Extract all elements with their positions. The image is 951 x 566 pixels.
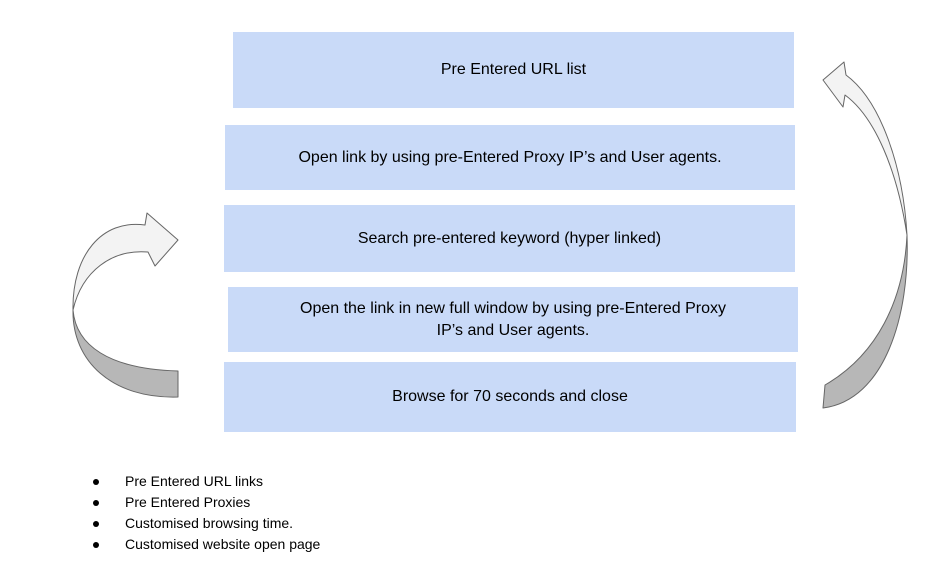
list-item: Customised browsing time. — [93, 513, 320, 534]
list-item: Pre Entered Proxies — [93, 492, 320, 513]
curved-loop-arrow-right-icon — [822, 61, 908, 409]
curved-loop-arrow-left-icon — [72, 212, 179, 398]
list-item-label: Pre Entered Proxies — [125, 494, 251, 510]
feature-list: Pre Entered URL links Pre Entered Proxie… — [93, 471, 320, 555]
step-box-search-keyword: Search pre-entered keyword (hyper linked… — [224, 205, 795, 272]
list-item-label: Customised browsing time. — [125, 515, 294, 531]
bullet-dot — [93, 499, 99, 506]
list-item: Customised website open page — [93, 534, 320, 555]
list-item-label: Pre Entered URL links — [125, 473, 263, 489]
step-box-open-new-window: Open the link in new full window by usin… — [228, 287, 798, 352]
bullet-dot — [93, 541, 99, 548]
list-item-label: Customised website open page — [125, 536, 321, 552]
list-item: Pre Entered URL links — [93, 471, 320, 492]
step-box-open-link: Open link by using pre-Entered Proxy IP’… — [225, 125, 795, 190]
step-box-browse-and-close: Browse for 70 seconds and close — [224, 362, 796, 432]
bullet-dot — [93, 478, 99, 485]
bullet-dot — [93, 520, 99, 527]
step-box-pre-entered-url-list: Pre Entered URL list — [233, 32, 794, 108]
